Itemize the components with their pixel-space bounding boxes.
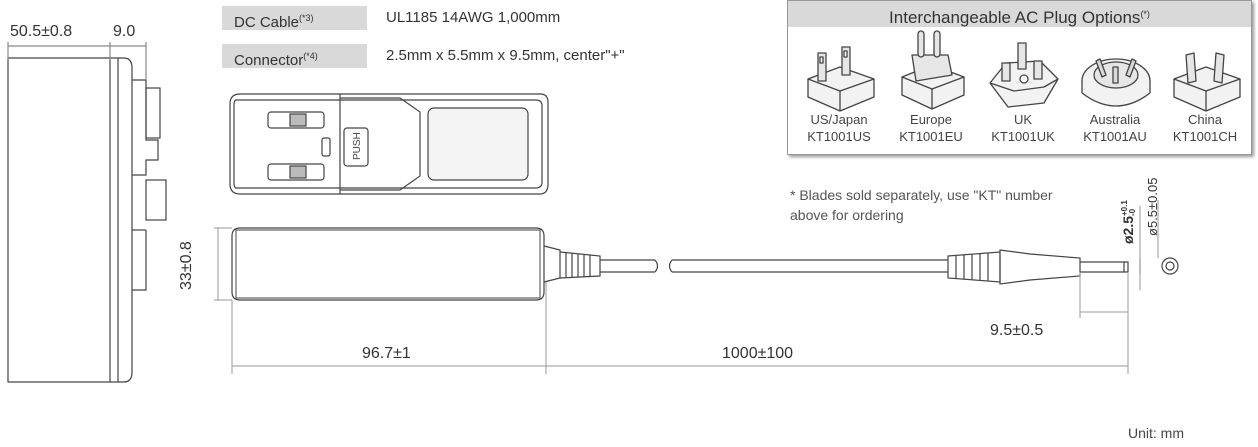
plug-region: US/Japan <box>810 112 868 127</box>
plug-part-number: KT1001UK <box>991 129 1055 144</box>
dc-cable-note: (*3) <box>299 13 314 23</box>
dim-inner-diameter-value: ø2.5 <box>1120 215 1136 244</box>
dim-side-plug: 9.0 <box>113 23 136 40</box>
australia-plug-icon <box>1081 58 1151 107</box>
footnote-line-2: above for ordering <box>790 207 904 223</box>
dc-cable-label-text: DC Cable <box>234 14 300 31</box>
plug-option-us-japan: US/Japan KT1001US <box>794 111 884 145</box>
dim-plug-length: 9.5±0.5 <box>990 322 1044 339</box>
dim-outer-diameter: ø5.5±0.05 <box>1145 177 1160 236</box>
plug-option-china: China KT1001CH <box>1160 111 1250 145</box>
connector-note: (*4) <box>303 51 318 61</box>
plug-option-australia: Australia KT1001AU <box>1070 111 1160 145</box>
plug-options-title-text: Interchangeable AC Plug Options <box>889 8 1141 27</box>
china-plug-icon <box>1173 52 1241 112</box>
dim-side-depth: 50.5±0.8 <box>10 23 73 40</box>
dim-inner-diameter: ø2.5+0.1-0 <box>1120 200 1137 244</box>
dim-cable-length: 1000±100 <box>722 345 794 362</box>
plug-region: Australia <box>1089 112 1141 127</box>
plug-option-uk: UK KT1001UK <box>978 111 1068 145</box>
connector-label: Connector(*4) <box>222 44 367 69</box>
dim-height: 33±0.8 <box>178 241 195 290</box>
plug-options-title-note: (*) <box>1140 9 1150 19</box>
plug-option-europe: Europe KT1001EU <box>886 111 976 145</box>
side-view <box>7 57 167 383</box>
plug-region: Europe <box>910 112 952 127</box>
plug-part-number: KT1001US <box>807 129 871 144</box>
connector-label-text: Connector <box>234 52 304 69</box>
push-label: PUSH <box>352 132 363 160</box>
top-view <box>229 93 549 195</box>
plug-part-number: KT1001EU <box>899 129 963 144</box>
unit-label: Unit: mm <box>1128 425 1184 441</box>
dc-cable-value: UL1185 14AWG 1,000mm <box>386 9 561 26</box>
dim-length: 96.7±1 <box>362 345 411 362</box>
dim-inner-tol-minus: -0 <box>1128 208 1138 216</box>
dc-cable-label: DC Cable(*3) <box>222 6 367 31</box>
footnote-line-1: * Blades sold separately, use "KT" numbe… <box>790 187 1053 203</box>
front-view <box>231 227 1179 301</box>
connector-value: 2.5mm x 5.5mm x 9.5mm, center"+" <box>386 47 625 64</box>
plug-options-title: Interchangeable AC Plug Options(*) <box>788 1 1251 27</box>
plug-part-number: KT1001CH <box>1172 129 1238 144</box>
uk-plug-icon <box>989 42 1059 108</box>
plug-options-panel: Interchangeable AC Plug Options(*) <box>787 0 1252 155</box>
europe-plug-icon <box>901 30 965 110</box>
plug-illustrations <box>807 30 1241 112</box>
plug-part-number: KT1001AU <box>1083 129 1147 144</box>
plug-region: China <box>1188 112 1222 127</box>
plug-region: UK <box>1013 112 1033 127</box>
us-japan-plug-icon <box>807 46 875 112</box>
